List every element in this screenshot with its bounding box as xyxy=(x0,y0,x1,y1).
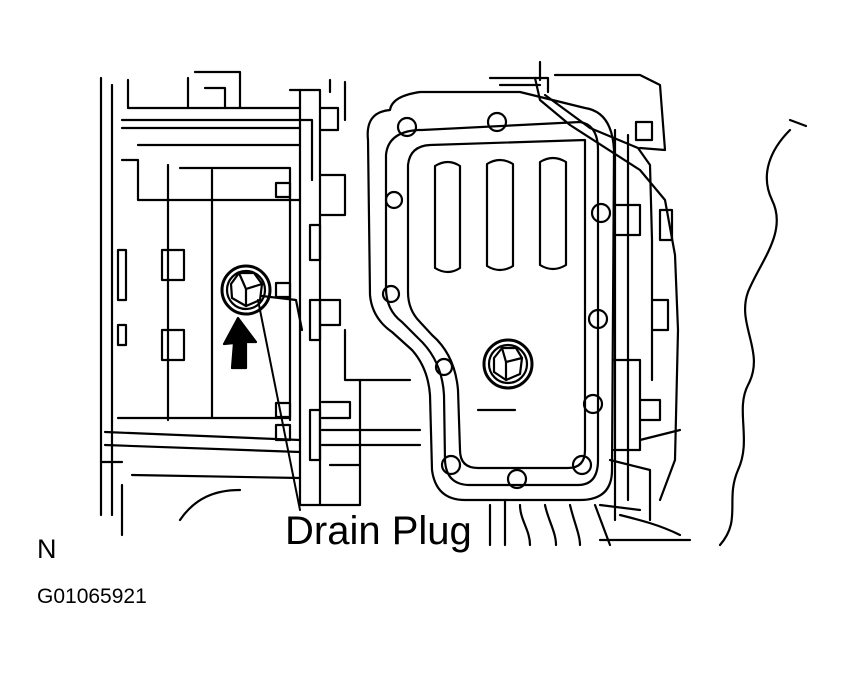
figure-id: G01065921 xyxy=(37,585,147,608)
lower-hoses xyxy=(488,498,692,547)
drain-plug-label: Drain Plug xyxy=(281,511,476,551)
transmission-case xyxy=(99,70,314,537)
oil-pan xyxy=(366,90,616,502)
drain-plug xyxy=(220,264,304,332)
callout-arrow xyxy=(222,299,301,511)
case-flange xyxy=(130,78,422,522)
right-side-housing xyxy=(488,60,808,547)
view-letter: N xyxy=(37,534,57,564)
